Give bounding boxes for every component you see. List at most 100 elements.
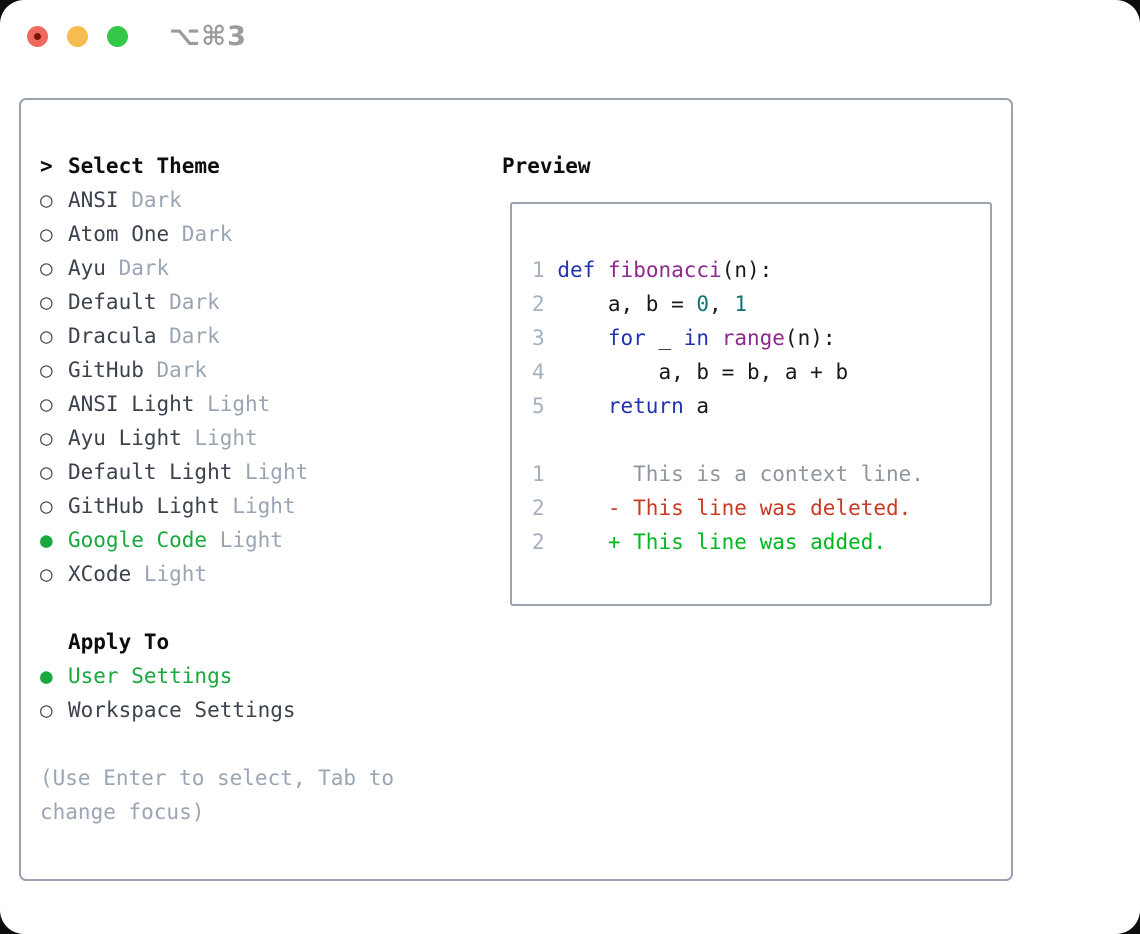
radio-selected-icon: ● [40,528,53,552]
radio-unselected-icon: ○ [40,324,53,348]
preview-blank-line [532,423,990,457]
line-number: 2 [532,530,545,554]
theme-option-default-dark[interactable]: ○Default Dark [40,285,448,319]
code-token-pl: a, b = b, a + b [544,360,849,384]
close-button[interactable] [27,26,48,47]
theme-picker-panel: > Select Theme ○ANSI Dark○Atom One Dark○… [19,98,1013,881]
theme-option-github-light-light[interactable]: ○ GitHub Light Light [40,489,448,523]
theme-name: Ayu [68,256,106,280]
select-theme-title: Select Theme [68,154,220,178]
apply-option-workspace-settings[interactable]: ○ Workspace Settings [40,693,448,727]
code-token-pl: a, b = [544,292,697,316]
window-title: ⌥⌘3 [169,21,247,52]
radio-unselected-icon: ○ [40,562,53,586]
theme-option-ansi-light-light[interactable]: ○ ANSI Light Light [40,387,448,421]
radio-unselected-icon: ○ [40,256,53,280]
theme-variant: Dark [156,324,220,348]
theme-name: GitHub [68,358,144,382]
line-number: 1 [532,462,545,486]
code-token-add: + This line was added. [544,530,887,554]
theme-option-ayu-light-light[interactable]: ○Ayu Light Light [40,421,448,455]
theme-option-default-light-light[interactable]: ○ Default Light Light [40,455,448,489]
theme-name: Ayu Light [68,426,182,450]
preview-line-5: 5 return a [532,389,990,423]
radio-unselected-icon: ○ [40,188,53,212]
hint-text: (Use Enter to select, Tab to change focu… [40,766,395,824]
theme-variant: Light [131,562,208,586]
apply-to-header: Apply To [40,625,448,659]
apply-to-marker-gap [40,625,68,659]
code-token-fn: fibonacci [607,258,722,282]
theme-name: Dracula [68,324,157,348]
apply-option-label: Workspace Settings [68,698,296,722]
line-number: 4 [532,360,545,384]
apply-to-title: Apply To [68,630,170,654]
theme-variant: Dark [118,188,182,212]
line-number: 3 [532,326,545,350]
radio-unselected-icon: ○ [40,698,53,722]
select-theme-header: > Select Theme [40,149,448,183]
radio-unselected-icon: ○ [40,392,53,416]
theme-option-ansi-dark[interactable]: ○ ANSI Dark [40,183,448,217]
radio-unselected-icon: ○ [40,358,53,382]
theme-name: Default [68,290,157,314]
apply-to-list: ●User Settings ○ Workspace Settings [40,659,448,727]
code-token-pl: (n): [721,258,773,282]
theme-variant: Light [194,392,271,416]
theme-name: ANSI [68,188,119,212]
code-token-pl [545,258,558,282]
theme-option-ayu-dark[interactable]: ○ Ayu Dark [40,251,448,285]
code-token-pl [595,258,608,282]
theme-variant: Light [181,426,258,450]
close-dot-icon [34,33,41,40]
radio-unselected-icon: ○ [40,222,53,246]
theme-option-xcode-light[interactable]: ○XCode Light [40,557,448,591]
code-token-kw: def [557,258,596,282]
code-token-pl [709,326,722,350]
code-token-ctx: This is a context line. [544,462,924,486]
code-token-kw: return [607,394,684,418]
theme-variant: Dark [169,222,233,246]
code-token-pl: , [709,292,735,316]
spacer [40,591,448,625]
theme-option-github-dark[interactable]: ○GitHub Dark [40,353,448,387]
theme-name: ANSI Light [68,392,195,416]
cursor-indicator: > [40,154,53,178]
theme-variant: Light [219,494,296,518]
theme-list: ○ANSI Dark○Atom One Dark○Ayu Dark○Defaul… [40,183,448,591]
code-token-kw: for [607,326,646,350]
radio-unselected-icon: ○ [40,460,53,484]
theme-name: GitHub Light [68,494,220,518]
theme-name: Default Light [68,460,233,484]
code-token-nm: 0 [696,292,710,316]
code-token-pl [545,326,608,350]
code-token-pl [545,394,608,418]
radio-unselected-icon: ○ [40,494,53,518]
theme-variant: Light [207,528,283,552]
apply-option-label: User Settings [68,664,233,688]
theme-option-google-code-light[interactable]: ●Google Code Light [40,523,448,557]
preview-line-8: 2 - This line was deleted. [532,491,990,525]
theme-picker-left-column: > Select Theme ○ANSI Dark○Atom One Dark○… [40,149,448,829]
preview-line-7: 1 This is a context line. [532,457,990,491]
minimize-button[interactable] [67,26,88,47]
line-number: 1 [532,258,545,282]
theme-variant: Dark [105,256,170,280]
code-token-kw: in [683,326,710,350]
code-token-fn: range [721,326,785,350]
line-number: 2 [532,292,545,316]
preview-line-4: 4 a, b = b, a + b [532,355,990,389]
line-number: 2 [532,496,545,520]
code-token-pl: a [683,394,710,418]
theme-option-dracula-dark[interactable]: ○ Dracula Dark [40,319,448,353]
maximize-button[interactable] [107,26,128,47]
theme-option-atom-one-dark[interactable]: ○Atom One Dark [40,217,448,251]
code-token-pl: _ [645,326,684,350]
titlebar: ⌥⌘3 [0,0,1140,74]
code-token-del: - This line was deleted. [544,496,912,520]
theme-variant: Light [232,460,309,484]
theme-variant: Dark [156,290,220,314]
apply-option-user-settings[interactable]: ●User Settings [40,659,448,693]
